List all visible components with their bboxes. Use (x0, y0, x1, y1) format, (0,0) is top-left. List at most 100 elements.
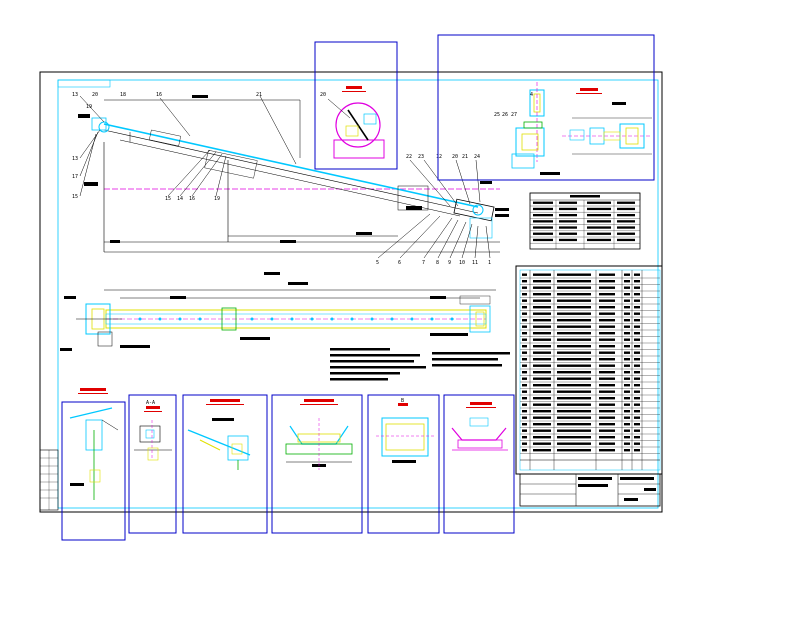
parts-cell-fill (624, 338, 630, 341)
spec-cell-fill (587, 226, 611, 229)
parts-cell-fill (634, 410, 640, 413)
spec-cell-fill (533, 238, 553, 242)
parts-cell-fill (599, 280, 615, 283)
callout-mid-14: 14 (177, 196, 183, 202)
spec-cell-fill (559, 226, 577, 229)
title-block (519, 473, 661, 507)
spec-cell-fill (533, 201, 553, 204)
callout-right-20: 20 (452, 154, 458, 160)
parts-cell-fill (624, 397, 630, 400)
parts-cell-fill (557, 442, 591, 445)
parts-cell-fill (599, 449, 615, 452)
parts-cell-fill (533, 364, 551, 367)
parts-cell-fill (522, 351, 527, 354)
parts-cell-fill (557, 325, 591, 328)
parts-cell-fill (557, 384, 591, 387)
parts-cell-fill (624, 403, 630, 406)
parts-cell-fill (634, 338, 640, 341)
parts-list-table (515, 265, 663, 475)
parts-cell-fill (533, 332, 551, 335)
spec-cell-fill (617, 220, 635, 223)
parts-cell-fill (522, 358, 527, 361)
callout-bottom-10: 10 (459, 260, 465, 266)
callout-inset-20: 20 (320, 92, 326, 98)
viewport-drive-unit (437, 34, 655, 181)
parts-cell-fill (522, 293, 527, 296)
parts-cell-fill (522, 377, 527, 380)
parts-cell-fill (533, 371, 551, 374)
plan-view (60, 272, 510, 381)
parts-cell-fill (522, 423, 527, 426)
parts-cell-fill (624, 436, 630, 439)
parts-cell-fill (634, 449, 640, 452)
spec-cell-fill (533, 220, 553, 223)
parts-cell-fill (533, 299, 551, 302)
parts-cell-fill (522, 332, 527, 335)
parts-cell-fill (599, 325, 615, 328)
parts-cell-fill (522, 345, 527, 348)
parts-cell-fill (599, 429, 615, 432)
parts-cell-fill (599, 338, 615, 341)
parts-cell-fill (557, 280, 591, 283)
callout-mid-19: 19 (214, 196, 220, 202)
viewport-pulley-detail (314, 41, 398, 170)
spec-cell-fill (559, 207, 577, 211)
callout-drive-25: 25 (494, 112, 500, 118)
parts-cell-fill (533, 319, 551, 322)
callout-left-17: 17 (72, 174, 78, 180)
parts-cell-fill (533, 442, 551, 445)
parts-cell-fill (557, 319, 591, 322)
parts-cell-fill (522, 449, 527, 452)
parts-cell-fill (522, 312, 527, 315)
callout-bottom-8: 8 (436, 260, 439, 266)
callout-bottom-11: 11 (472, 260, 478, 266)
spec-cell-fill (559, 214, 577, 217)
callout-19: 19 (86, 104, 92, 110)
parts-cell-fill (599, 345, 615, 348)
parts-cell-fill (624, 364, 630, 367)
parts-cell-fill (634, 384, 640, 387)
parts-cell-fill (522, 299, 527, 302)
callout-left-13: 13 (72, 156, 78, 162)
parts-cell-fill (557, 377, 591, 380)
parts-cell-fill (599, 410, 615, 413)
parts-cell-fill (557, 273, 591, 276)
parts-cell-fill (557, 403, 591, 406)
callout-mid-15: 15 (165, 196, 171, 202)
viewport-detail-1 (61, 388, 126, 541)
parts-cell-fill (624, 390, 630, 393)
callout-bottom-9: 9 (448, 260, 451, 266)
parts-cell-fill (599, 358, 615, 361)
parts-cell-fill (533, 306, 551, 309)
parts-cell-fill (624, 377, 630, 380)
viewport-section-aa (128, 394, 177, 534)
revision-table (39, 449, 59, 511)
callout-bottom-6: 6 (398, 260, 401, 266)
parts-cell-fill (533, 403, 551, 406)
parts-cell-fill (533, 345, 551, 348)
parts-cell-fill (634, 345, 640, 348)
viewport-section-b (367, 394, 440, 534)
parts-cell-fill (624, 299, 630, 302)
callout-mid-16: 16 (189, 196, 195, 202)
parts-cell-fill (624, 358, 630, 361)
section-label-aa: A-A (146, 400, 155, 406)
parts-cell-fill (557, 397, 591, 400)
parts-cell-fill (533, 351, 551, 354)
spec-cell-fill (533, 214, 553, 217)
parts-cell-fill (624, 280, 630, 283)
spec-cell-fill (559, 201, 577, 204)
section-label-b: B (401, 398, 404, 404)
parts-cell-fill (522, 442, 527, 445)
spec-cell-fill (533, 232, 553, 235)
parts-cell-fill (624, 429, 630, 432)
parts-cell-fill (533, 312, 551, 315)
parts-cell-fill (599, 351, 615, 354)
callout-18: 18 (120, 92, 126, 98)
parts-cell-fill (557, 299, 591, 302)
parts-cell-fill (557, 351, 591, 354)
parts-cell-fill (634, 364, 640, 367)
parts-cell-fill (522, 410, 527, 413)
spec-cell-fill (617, 226, 635, 229)
parts-cell-fill (624, 371, 630, 374)
